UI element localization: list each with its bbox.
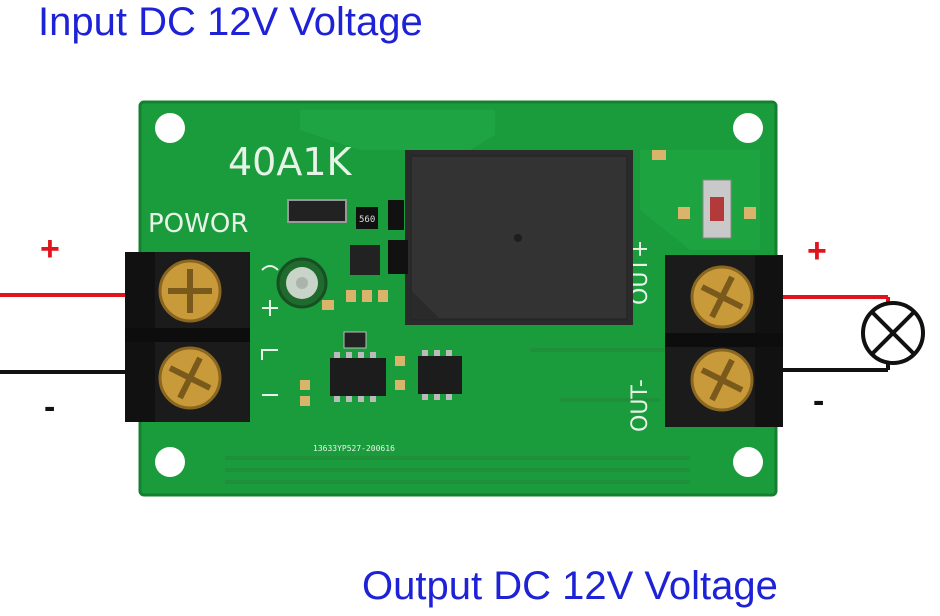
smd-resistor bbox=[356, 207, 378, 229]
lamp-icon bbox=[861, 301, 925, 365]
smd-diode bbox=[287, 199, 347, 223]
resistor-code: 560 bbox=[359, 215, 375, 225]
input-polarity-silkscreen bbox=[261, 265, 279, 396]
output-voltage-caption: Output DC 12V Voltage bbox=[362, 564, 778, 608]
input-minus-sign: - bbox=[44, 388, 56, 426]
smd-led bbox=[652, 150, 666, 160]
smd-component bbox=[388, 200, 404, 230]
relay-icon bbox=[405, 150, 633, 325]
screw-terminal-icon bbox=[690, 348, 754, 412]
mounting-hole bbox=[733, 113, 763, 143]
board-model-label: 40A1K bbox=[228, 140, 353, 184]
screw-terminal-icon bbox=[690, 265, 754, 329]
crystal bbox=[343, 331, 367, 349]
capacitor-icon bbox=[276, 257, 328, 309]
pcb-traces bbox=[225, 348, 690, 484]
ic-chip-left bbox=[330, 358, 386, 396]
screw-terminal-icon bbox=[158, 259, 222, 323]
out-minus-label: OUT- bbox=[628, 379, 653, 432]
output-terminal-block bbox=[665, 255, 783, 427]
output-plus-sign: + bbox=[807, 232, 827, 270]
output-minus-sign: - bbox=[813, 382, 825, 420]
mounting-hole bbox=[155, 113, 185, 143]
input-terminal-block bbox=[125, 252, 250, 422]
input-plus-sign: + bbox=[40, 230, 60, 268]
smd-pads bbox=[300, 207, 756, 406]
mounting-hole bbox=[733, 447, 763, 477]
input-voltage-caption: Input DC 12V Voltage bbox=[38, 0, 423, 44]
screw-terminal-icon bbox=[158, 346, 222, 410]
mounting-hole bbox=[155, 447, 185, 477]
transistor bbox=[350, 245, 380, 275]
power-label: POWOR bbox=[148, 209, 248, 239]
push-button bbox=[702, 179, 732, 239]
ic-chip-right bbox=[418, 356, 462, 394]
serial-label: 13633YP527-200616 bbox=[313, 444, 395, 453]
smd-component bbox=[388, 240, 408, 274]
